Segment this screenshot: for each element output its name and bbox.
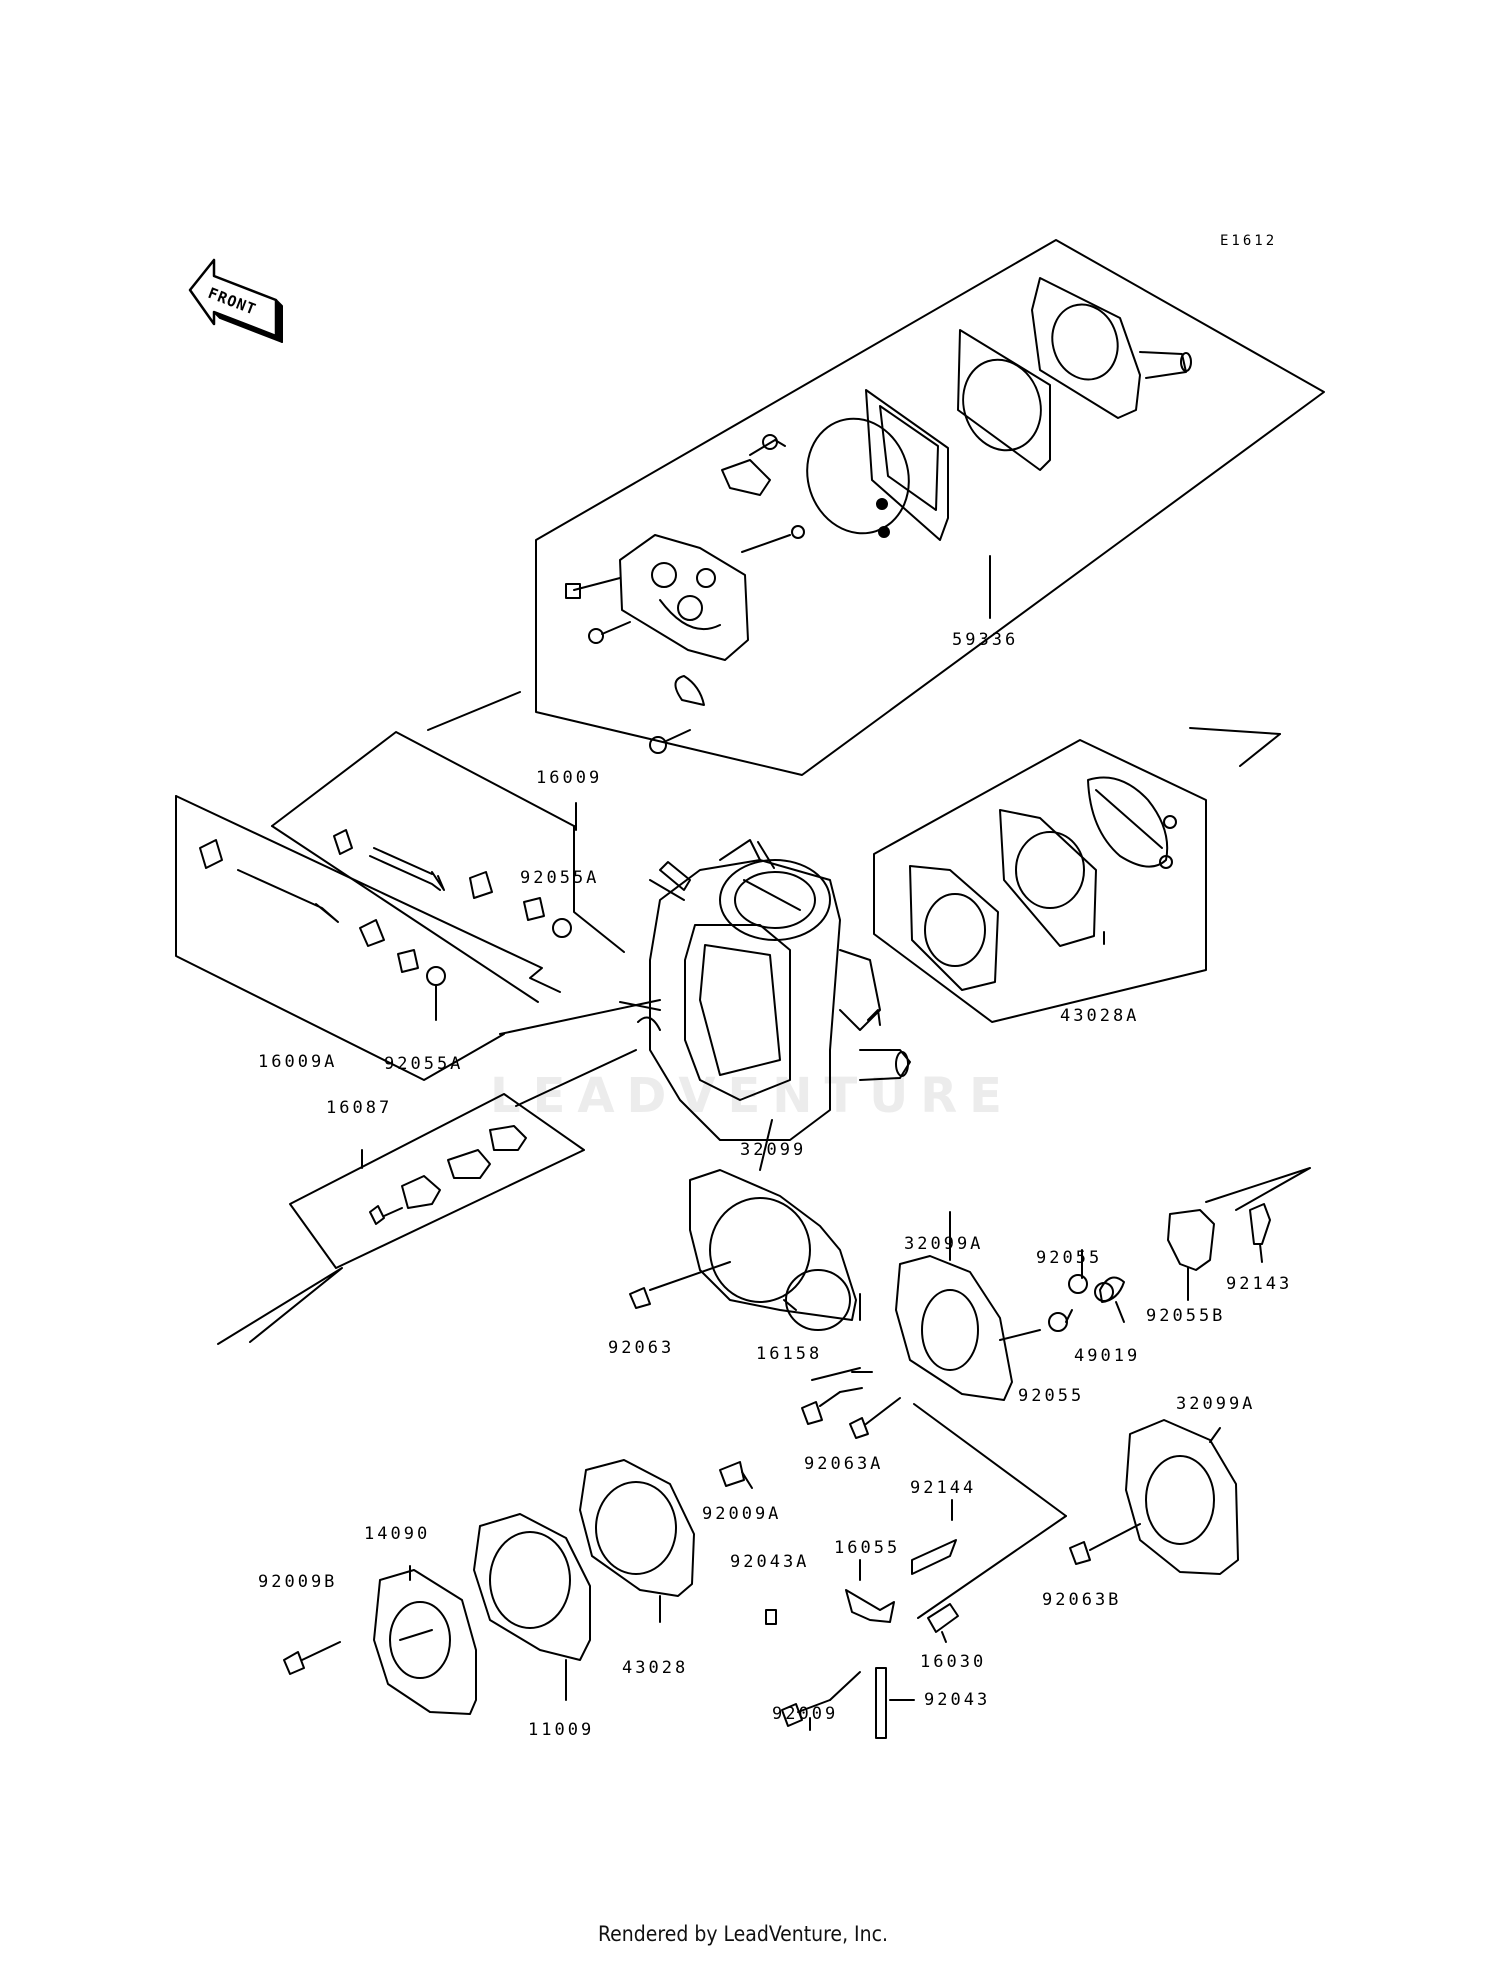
part-label-59336: 59336: [952, 630, 1019, 650]
part-label-92055A-lower: 92055A: [384, 1054, 464, 1074]
diaphragm-cover-14090-drawing: [283, 1459, 695, 1715]
part-label-16055: 16055: [834, 1538, 901, 1558]
part-label-16030: 16030: [920, 1652, 987, 1672]
part-label-92063A: 92063A: [804, 1454, 884, 1474]
part-label-43028: 43028: [622, 1658, 689, 1678]
part-label-92009B: 92009B: [258, 1572, 338, 1592]
part-label-92043A: 92043A: [730, 1552, 810, 1572]
section-divider-lines: [217, 1167, 1311, 1345]
diaphragm-32099A-right-drawing: [1069, 1419, 1239, 1575]
part-label-92063B: 92063B: [1042, 1590, 1122, 1610]
kit-16009A-box: [175, 795, 561, 1081]
diaphragm-32099A-drawing: [783, 1211, 1125, 1619]
part-label-16158: 16158: [756, 1344, 823, 1364]
part-label-32099A-right: 32099A: [1176, 1394, 1256, 1414]
fuel-pump-cover-drawing: [565, 277, 1192, 754]
part-label-92043: 92043: [924, 1690, 991, 1710]
part-label-16009A: 16009A: [258, 1052, 338, 1072]
part-label-49019: 49019: [1074, 1346, 1141, 1366]
part-label-92143: 92143: [1226, 1274, 1293, 1294]
part-label-14090: 14090: [364, 1524, 431, 1544]
kit-43028A-box: [873, 727, 1281, 1023]
part-label-92055-lower: 92055: [1018, 1386, 1085, 1406]
part-label-11009: 11009: [528, 1720, 595, 1740]
cap-92055B-drawing: [1094, 1203, 1271, 1302]
part-label-92009A: 92009A: [702, 1504, 782, 1524]
kit-59336-box: [427, 239, 1325, 776]
part-label-43028A: 43028A: [1060, 1006, 1140, 1026]
kit-16009-box: [271, 731, 625, 1003]
part-label-32099A-middle: 32099A: [904, 1234, 984, 1254]
footer-credit: Rendered by LeadVenture, Inc.: [598, 1922, 888, 1946]
needle-valve-parts-drawing: [719, 1461, 959, 1739]
diaphragm-32099-drawing: [629, 1119, 857, 1331]
part-label-16009: 16009: [536, 768, 603, 788]
front-arrow-icon: FRONT: [188, 258, 283, 343]
part-label-92063: 92063: [608, 1338, 675, 1358]
part-label-16087: 16087: [326, 1098, 393, 1118]
part-label-92009: 92009: [772, 1704, 839, 1724]
part-label-92055A-upper: 92055A: [520, 868, 600, 888]
part-label-32099: 32099: [740, 1140, 807, 1160]
part-label-92055-upper: 92055: [1036, 1248, 1103, 1268]
part-label-92144: 92144: [910, 1478, 977, 1498]
kit-16087-box: [289, 1049, 637, 1269]
carburetor-body-drawing: [499, 839, 911, 1141]
diagram-code: E1612: [1220, 233, 1278, 249]
part-label-92055B: 92055B: [1146, 1306, 1226, 1326]
